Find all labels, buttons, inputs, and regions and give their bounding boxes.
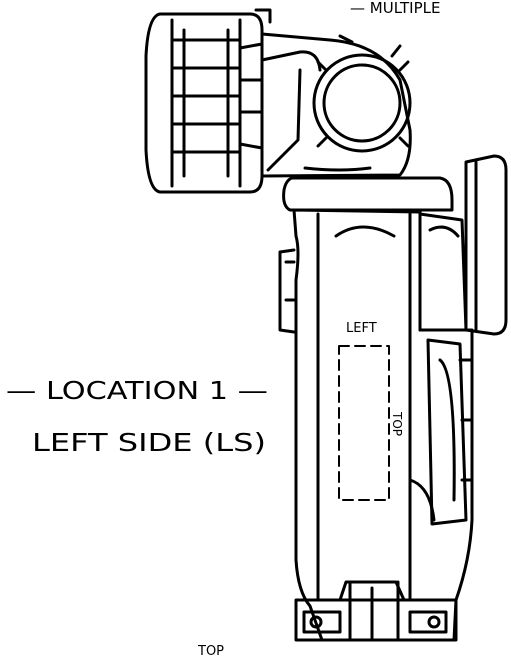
label-top-text: TOP — [390, 411, 404, 436]
side-plate — [418, 154, 508, 336]
lamp-head — [144, 8, 454, 212]
bezel-ring — [144, 12, 264, 194]
label-area: LEFT TOP — [338, 321, 404, 501]
label-left-text: LEFT — [346, 321, 377, 336]
body-outline — [292, 208, 474, 642]
swivel-knob-outer — [312, 53, 412, 153]
head-collar — [282, 176, 454, 212]
swivel-knob-inner — [322, 63, 402, 143]
location-line-1: — LOCATION 1 — — [6, 376, 268, 405]
bottom-top-label: TOP — [197, 644, 224, 657]
flashlight-body — [278, 208, 474, 642]
location-line-2: LEFT SIDE (LS) — [32, 428, 266, 457]
multiple-note: — MULTIPLE — [350, 0, 440, 17]
label-dashed-box — [338, 345, 390, 501]
